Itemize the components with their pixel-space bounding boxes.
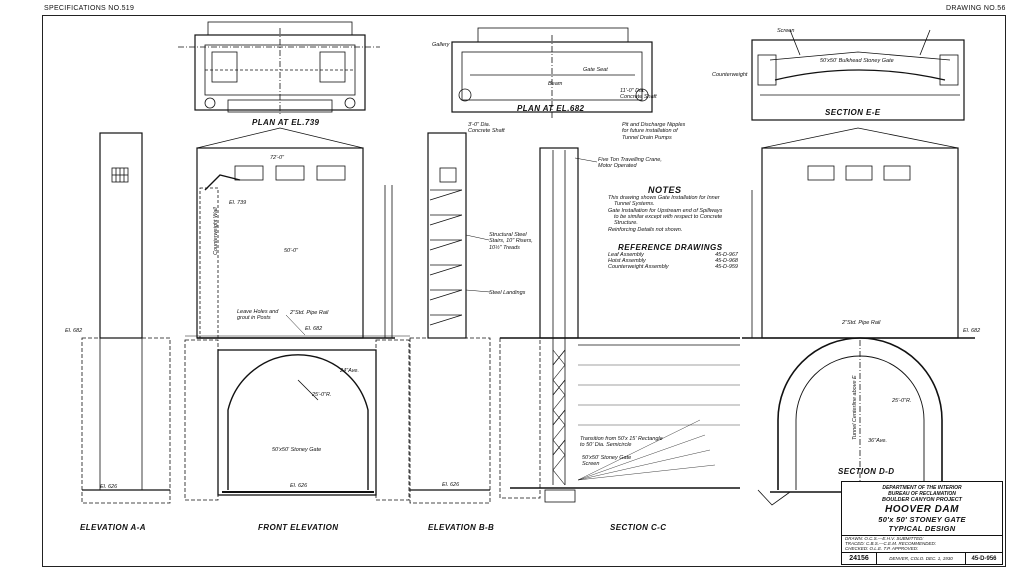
callout-counterweight-wall: Counterweight Wall: [213, 207, 219, 255]
traced-by: TRACED: C.B.S.—C.E.M. RECOMMENDED:: [845, 541, 937, 546]
callout-el-682: El. 682: [305, 326, 323, 332]
references-heading: REFERENCE DRAWINGS: [618, 243, 723, 252]
callout-bulkhead-gate: 50'x50' Bulkhead Stoney Gate: [820, 58, 894, 64]
drawing-number: DRAWING NO.56: [946, 5, 1006, 12]
dim-25r-dd: 25'-0"R.: [892, 398, 912, 404]
drawing-border: [42, 15, 1006, 567]
title-plan-682: PLAN AT EL.682: [517, 104, 585, 113]
dim-50: 50'-0": [284, 248, 299, 254]
title-block-footer: 24156 DENVER, COLO. DEC. 1, 1930 45-D-95…: [842, 552, 1002, 564]
callout-leave-holes: Leave Holes and grout in Posts: [237, 309, 279, 322]
callout-el-626-aa: El. 626: [100, 484, 118, 490]
notes-line: Structure.: [614, 220, 638, 227]
dim-36ave: 36"Ave.: [868, 438, 887, 444]
plan-682-view: [451, 27, 653, 120]
section-dd-view: [742, 127, 975, 506]
callout-concrete-shaft-11: 11'-0" Dia. Concrete Shaft: [620, 88, 657, 101]
checked-by: CHECKED: O.L.E. T.P. APPROVED:: [845, 546, 919, 551]
callout-screen: Screen: [777, 28, 795, 34]
callout-el-682-aa: El. 682: [65, 328, 83, 334]
bureau: BUREAU OF RECLAMATION: [888, 491, 956, 497]
callout-counterweight: Counterweight: [712, 72, 748, 78]
title-section-ee: SECTION E-E: [825, 108, 881, 117]
title-block: DEPARTMENT OF THE INTERIOR BUREAU OF REC…: [841, 481, 1003, 565]
callout-el-739: El. 739: [229, 200, 247, 206]
drawing-serial: 24156: [842, 553, 877, 564]
leader-lines: [285, 157, 598, 336]
title-plan-739: PLAN AT EL.739: [252, 118, 320, 127]
callout-transition: Transition from 50'x 15' Rectangle to 50…: [580, 436, 663, 449]
drawing-title: HOOVER DAM: [885, 504, 959, 515]
department: DEPARTMENT OF THE INTERIOR: [882, 485, 962, 491]
notes-line: Reinforcing Details not shown.: [608, 226, 683, 233]
reference-number: 45-D-968: [715, 258, 738, 264]
reference-number: 45-D-959: [715, 264, 738, 270]
notes-line: Tunnel Systems.: [614, 201, 655, 208]
title-front-elevation: FRONT ELEVATION: [258, 523, 339, 532]
reference-name: Counterweight Assembly: [608, 264, 669, 270]
callout-el-682-dd: El. 682: [963, 328, 981, 334]
dim-24ave: 24"Ave.: [340, 368, 359, 374]
notes-block: NOTES This drawing shows Gate Installati…: [608, 185, 748, 233]
callout-tunnel-centerline: Tunnel Centerline above E: [852, 375, 858, 440]
reference-drawings: REFERENCE DRAWINGS Leaf Assembly 45-D-967…: [608, 243, 748, 270]
title-elevation-bb: ELEVATION B-B: [428, 523, 495, 532]
callout-el-626: El. 626: [290, 483, 308, 489]
title-section-dd: SECTION D-D: [838, 467, 895, 476]
dim-72: 72'-0": [270, 155, 285, 161]
callout-beam: Beam: [548, 81, 563, 87]
callout-el-626-bb: El. 626: [442, 482, 460, 488]
reference-row: Leaf Assembly 45-D-967: [608, 252, 738, 258]
drawing-subtitle-1: 50'x 50' STONEY GATE: [878, 515, 966, 524]
callout-pipe-rail-dd: 2"Std. Pipe Rail: [842, 320, 881, 326]
callout-structural-steel: Structural Steel Stairs, 10" Risers, 10½…: [489, 232, 533, 251]
dwg-number: 45-D-956: [971, 555, 997, 562]
notes-heading: NOTES: [648, 185, 682, 195]
callout-stoney-gate-screen: 50'x50' Stoney Gate Screen: [582, 455, 632, 468]
reference-row: Hoist Assembly 45-D-968: [608, 258, 738, 264]
callout-pit-discharge: Pit and Discharge Nipples for future ins…: [622, 122, 686, 141]
spec-number: SPECIFICATIONS NO.519: [44, 5, 135, 12]
elevation-aa-view: [81, 132, 171, 504]
reference-number: 45-D-967: [715, 252, 738, 258]
plan-739-view: [178, 21, 380, 115]
callout-gallery: Gallery: [432, 42, 450, 48]
reference-name: Leaf Assembly: [608, 252, 644, 258]
notes-line: to be similar except with respect to Con…: [614, 213, 723, 220]
callout-pipe-rail: 2"Std. Pipe Rail: [290, 310, 329, 316]
front-elevation-view: [184, 127, 410, 501]
callout-gate-seat: Gate Seat: [583, 67, 608, 73]
drawn-by: DRAWN: O.C.S.—E.H.V. SUBMITTED:: [845, 536, 924, 541]
callout-crane: Five Ton Travelling Crane, Motor Operate…: [598, 157, 662, 170]
dim-25r: 25'-0"R.: [312, 392, 332, 398]
section-cc-view: [499, 147, 740, 503]
reference-name: Hoist Assembly: [608, 258, 646, 264]
notes-line: This drawing shows Gate Installation for…: [608, 195, 720, 201]
drawing-subtitle-2: TYPICAL DESIGN: [888, 524, 956, 533]
notes-line: Gate Installation for Upstream end of Sp…: [608, 207, 723, 214]
callout-steel-landings: Steel Landings: [489, 290, 526, 296]
callout-stoney-gate: 50'x50' Stoney Gate: [272, 447, 322, 453]
title-elevation-aa: ELEVATION A-A: [80, 523, 146, 532]
project: BOULDER CANYON PROJECT: [881, 497, 963, 503]
elevation-bb-view: [409, 132, 491, 504]
title-section-cc: SECTION C-C: [610, 523, 667, 532]
section-ee-view: [751, 29, 965, 121]
reference-row: Counterweight Assembly 45-D-959: [608, 264, 738, 270]
callout-concrete-shaft-3: 3'-0" Dia. Concrete Shaft: [468, 122, 505, 135]
place-date: DENVER, COLO. DEC. 1, 1930: [877, 553, 966, 564]
